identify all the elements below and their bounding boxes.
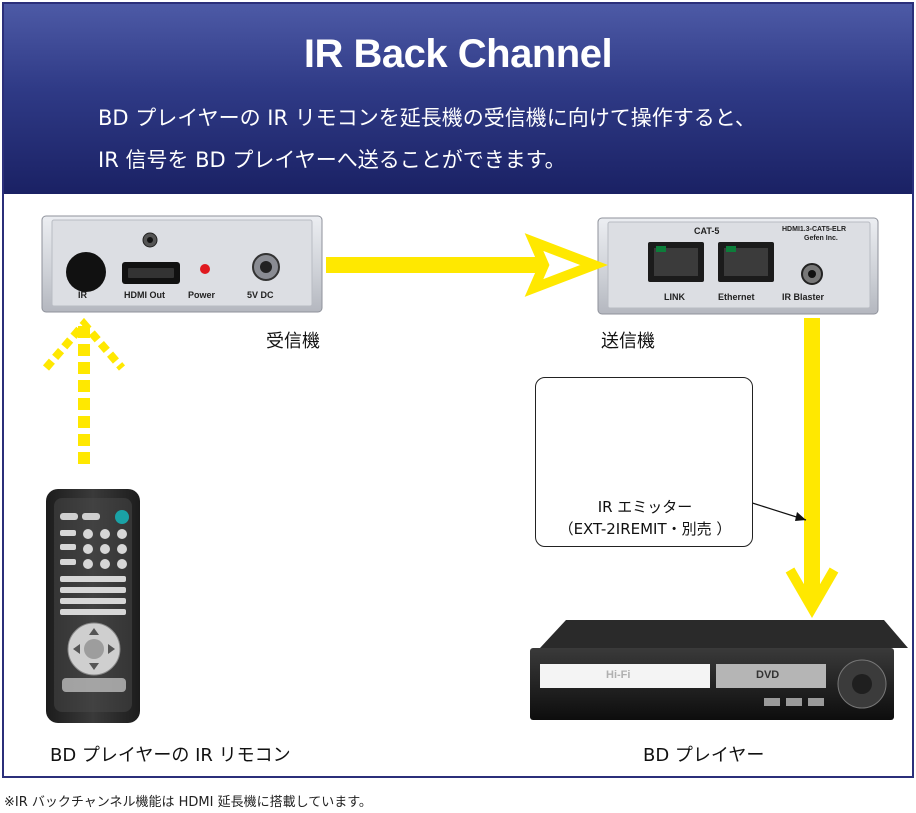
receiver-device [41, 215, 323, 313]
receiver-ir-label: IR [78, 290, 87, 300]
footnote: ※IR バックチャンネル機能は HDMI 延長機に搭載しています。 [4, 795, 372, 810]
remote-control [46, 489, 140, 723]
remote-power-button [115, 510, 129, 524]
sender-ethernet-label: Ethernet [718, 292, 755, 302]
sender-model-line-2: Gefen Inc. [804, 235, 838, 242]
header-banner: IR Back Channel BD プレイヤーの IR リモコンを延長機の受信… [4, 4, 912, 194]
description-line-1: BD プレイヤーの IR リモコンを延長機の受信機に向けて操作すると、 [98, 106, 756, 130]
sender-link-label: LINK [664, 292, 685, 302]
player-display-right-text: DVD [756, 669, 780, 681]
description-line-2: IR 信号を BD プレイヤーへ送ることができます。 [98, 148, 566, 172]
diagram-frame: IR Back Channel BD プレイヤーの IR リモコンを延長機の受信… [2, 2, 914, 778]
receiver-dc-label: 5V DC [247, 290, 274, 300]
sender-device [597, 217, 879, 315]
player-display-left-text: Hi-Fi [606, 669, 631, 681]
player-display-left [540, 664, 710, 688]
emitter-model: （EXT-2IREMIT・別売 ） [558, 520, 732, 538]
arrow-sender-to-player [785, 318, 839, 618]
sender-ir-blaster-label: IR Blaster [782, 292, 825, 302]
bd-player [530, 620, 908, 720]
ir-sensor [66, 252, 106, 292]
ir-emitter-callout: IR エミッター （EXT-2IREMIT・別売 ） [535, 377, 753, 547]
sender-label: 送信機 [601, 331, 655, 352]
power-led [200, 264, 210, 274]
ir-beam-arrow [42, 317, 126, 464]
sender-model-line-1: HDMI1.3-CAT5-ELR [782, 226, 847, 233]
player-label: BD プレイヤー [643, 745, 765, 766]
remote-label: BD プレイヤーの IR リモコン [50, 745, 291, 766]
receiver-label: 受信機 [266, 331, 320, 352]
player-display-right [716, 664, 826, 688]
page-title: IR Back Channel [303, 32, 613, 76]
diagram-graphics [41, 215, 908, 723]
arrow-receiver-to-sender [326, 233, 608, 297]
emitter-name: IR エミッター [597, 498, 693, 516]
receiver-power-label: Power [188, 290, 216, 300]
receiver-hdmi-label: HDMI Out [124, 290, 165, 300]
sender-cat5-label: CAT-5 [694, 226, 720, 236]
